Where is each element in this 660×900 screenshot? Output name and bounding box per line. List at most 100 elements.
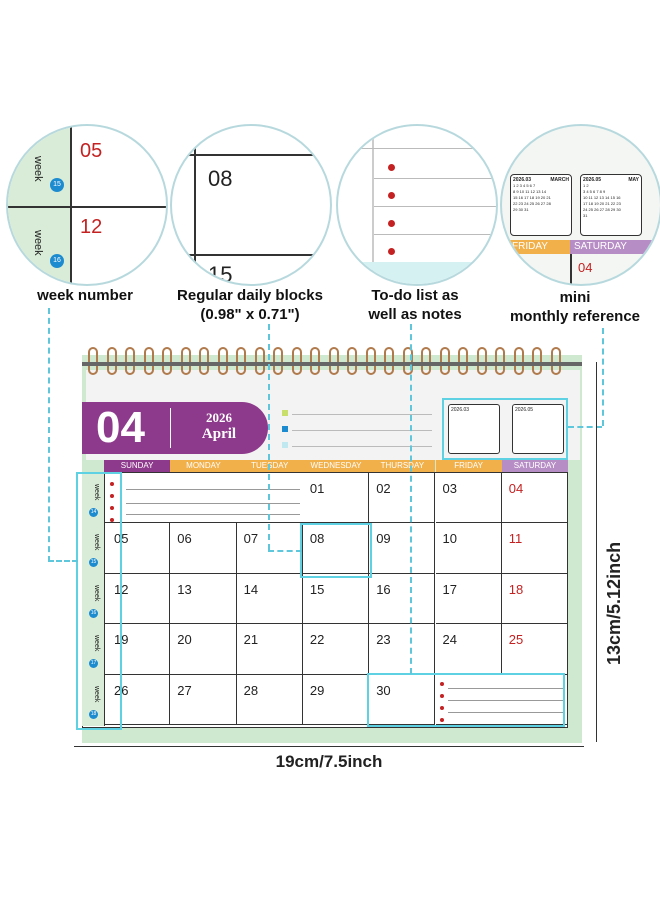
square-green-icon — [282, 410, 288, 416]
zoom-date-04: 04 — [578, 260, 593, 275]
day-number: 24 — [442, 632, 457, 648]
day-cell[interactable]: 04 — [501, 473, 569, 524]
header-mini-cal-may: 2026.05 — [512, 404, 564, 454]
spiral-ring — [458, 347, 468, 375]
divider — [194, 126, 196, 284]
mini-cal-month: MAY — [628, 177, 639, 183]
divider — [8, 206, 166, 208]
zoom-date-08: 08 — [208, 166, 233, 191]
highlight-daily-block — [300, 523, 372, 578]
week-badge: 18 — [89, 709, 98, 719]
week-badge-15: 15 — [50, 178, 64, 192]
day-cell[interactable] — [104, 473, 171, 524]
strip — [338, 262, 496, 284]
spiral-ring — [384, 347, 394, 375]
header-mini-cal-title: 2026.05 — [515, 407, 534, 413]
spiral-ring — [273, 347, 283, 375]
header-mini-cal-march: 2026.03 — [448, 404, 500, 454]
todo-dot — [388, 248, 395, 255]
header-mini-cal-title: 2026.03 — [451, 407, 470, 413]
day-cell[interactable]: 18 — [501, 573, 569, 625]
zoom-circle-week-number: 05 12 week 15 week 16 — [6, 124, 168, 286]
connector-todo — [410, 324, 412, 674]
todo-dot — [388, 192, 395, 199]
day-number: 11 — [508, 531, 523, 547]
day-number: 01 — [309, 481, 325, 496]
day-number: 06 — [177, 531, 192, 547]
mini-row: 3 4 5 6 7 8 9 — [583, 189, 606, 194]
weekday-saturday: SATURDAY — [501, 460, 569, 472]
todo-dot — [110, 482, 114, 486]
divider — [338, 148, 496, 149]
zoom-friday: FRIDAY — [502, 240, 570, 254]
zoom-week-label-1: week — [32, 156, 44, 182]
highlight-mini-calendars — [442, 398, 568, 460]
caption-mini-1: mini — [559, 289, 591, 306]
day-cell[interactable]: 09 — [369, 523, 436, 574]
week-badge: 16 — [89, 608, 98, 618]
day-cell[interactable]: 16 — [369, 573, 436, 625]
zoom-date-2: 12 — [80, 216, 103, 238]
day-cell[interactable]: 03 — [435, 473, 502, 524]
day-cell[interactable]: 21 — [236, 624, 303, 675]
day-cell[interactable]: 02 — [369, 473, 436, 524]
day-cell[interactable] — [435, 675, 502, 725]
spiral-ring — [532, 347, 542, 375]
todo-dot — [440, 706, 444, 710]
day-cell[interactable]: 20 — [170, 624, 237, 675]
day-cell[interactable]: 06 — [170, 523, 237, 574]
day-number: 02 — [376, 481, 391, 496]
caption-todo-2: well as notes — [368, 306, 462, 323]
day-cell[interactable]: 07 — [236, 523, 303, 574]
mini-row: 10 11 12 13 14 15 16 — [583, 195, 621, 200]
square-blue-icon — [282, 426, 288, 432]
todo-dot — [110, 518, 114, 522]
day-cell[interactable]: 17 — [435, 573, 502, 625]
weekday-friday: FRIDAY — [435, 460, 502, 472]
day-cell[interactable]: 15 — [302, 573, 370, 625]
day-cell[interactable]: 13 — [170, 573, 237, 625]
week-badge-16: 16 — [50, 254, 64, 268]
divider — [570, 254, 572, 284]
mini-row: 29 30 31 — [513, 207, 529, 212]
day-cell[interactable]: 24 — [435, 624, 502, 675]
day-number: 13 — [177, 581, 192, 597]
day-cell[interactable]: 23 — [369, 624, 436, 675]
day-number: 14 — [243, 581, 259, 597]
day-cell[interactable]: 30 — [369, 674, 436, 725]
mini-row: 22 23 24 25 26 27 28 — [513, 201, 551, 206]
spiral-ring — [495, 347, 505, 375]
month-number: 04 — [96, 403, 145, 452]
day-cell[interactable]: 01 — [302, 473, 370, 524]
day-number: 29 — [309, 682, 325, 698]
day-cell[interactable]: 29 — [302, 674, 370, 725]
day-cell[interactable]: 08 — [302, 523, 370, 574]
day-cell[interactable]: 25 — [501, 624, 569, 675]
caption-daily-blocks-size: (0.98" x 0.71") — [200, 306, 300, 323]
day-cell[interactable] — [501, 675, 569, 725]
todo-line — [126, 489, 300, 490]
connector-daily — [268, 324, 270, 550]
day-cell[interactable]: 10 — [435, 523, 502, 574]
day-cell[interactable]: 14 — [236, 573, 303, 625]
day-cell[interactable]: 11 — [501, 523, 569, 574]
day-number: 20 — [177, 632, 192, 648]
note-line — [292, 430, 432, 431]
day-cell[interactable]: 28 — [236, 674, 303, 725]
todo-line — [448, 700, 564, 701]
month-name: April — [201, 426, 237, 442]
week-column-zoom — [8, 126, 72, 284]
day-cell[interactable] — [170, 473, 237, 524]
mini-cal-may: 2026.05 MAY 1 2 3 4 5 6 7 8 9 10 11 12 1… — [580, 174, 642, 236]
spiral-ring — [143, 347, 154, 375]
day-cell[interactable]: 27 — [170, 674, 237, 725]
weekday-thursday: THURSDAY — [369, 460, 436, 472]
day-cell[interactable]: 22 — [302, 624, 370, 675]
divider — [170, 408, 171, 448]
week-badge: 14 — [89, 508, 98, 517]
mini-cal-month: MARCH — [550, 177, 569, 183]
todo-line — [374, 234, 496, 235]
mini-cal-title: 2026.03 MARCH — [513, 177, 569, 183]
weekday-sunday: SUNDAY — [104, 460, 171, 472]
mini-cal-march: 2026.03 MARCH 1 2 3 4 5 6 7 8 9 10 11 12… — [510, 174, 572, 236]
